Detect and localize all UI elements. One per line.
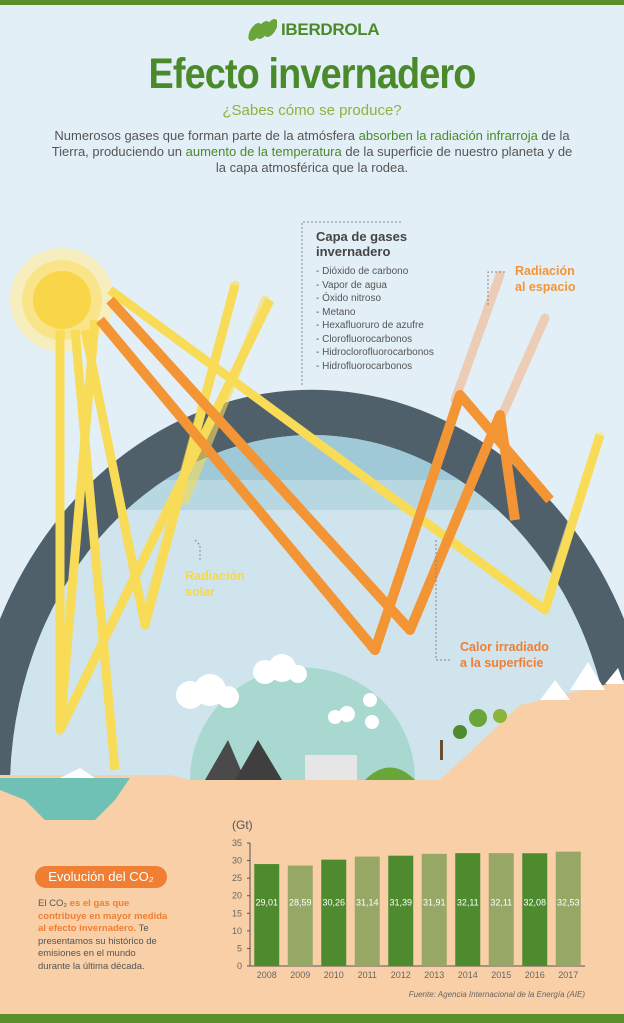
- intro-part: de la Tierra, produciendo un: [51, 128, 570, 159]
- bar: [455, 853, 481, 966]
- bar: [287, 865, 313, 966]
- brand-name: IBERDROLA: [281, 20, 380, 39]
- x-tick-label: 2010: [324, 970, 344, 980]
- label-line: a la superficie: [460, 656, 544, 670]
- iberdrola-logo: IBERDROLA: [245, 16, 380, 44]
- label-line: Radiación: [185, 569, 245, 583]
- bar-value-label: 32,53: [557, 898, 580, 908]
- x-tick-label: 2011: [358, 970, 377, 980]
- label-line: Radiación: [515, 264, 575, 278]
- co2-text-part: Te presentamos su histórico de emisiones…: [38, 923, 157, 972]
- co2-text-part: El CO₂: [38, 898, 70, 909]
- y-tick-label: 10: [232, 926, 242, 936]
- bar: [388, 855, 414, 966]
- clouds: [176, 654, 379, 729]
- y-tick-label: 0: [237, 961, 242, 971]
- intro-part: de la superficie de nuestro planeta y de…: [215, 144, 573, 175]
- intro-highlight: absorben la radiación infrarroja: [358, 128, 538, 143]
- bottom-bar: [0, 1014, 624, 1023]
- co2-description: El CO₂ es el gas que contribuye en mayor…: [38, 898, 168, 973]
- x-tick-label: 2016: [525, 970, 545, 980]
- gases-list: Capa de gases invernadero - Dióxido de c…: [316, 229, 434, 373]
- bar: [254, 864, 280, 966]
- y-tick-label: 5: [237, 943, 242, 953]
- label-line: solar: [185, 585, 215, 599]
- bar-value-label: 32,08: [523, 898, 546, 908]
- page-subtitle: ¿Sabes cómo se produce?: [222, 102, 402, 119]
- x-tick-label: 2008: [257, 970, 277, 980]
- label-surface-heat: Calor irradiado a la superficie: [460, 639, 549, 671]
- x-tick-label: 2009: [290, 970, 310, 980]
- bar-value-label: 31,39: [389, 898, 412, 908]
- leaves-icon: [248, 18, 277, 42]
- co2-bar-chart: 0 5 10 15 20 25 30 35 29,01 2008 28,59 2009 30,26 201…: [232, 838, 585, 980]
- y-tick-label: 30: [232, 856, 242, 866]
- gas-item: - Vapor de agua: [316, 279, 387, 291]
- intro-highlight: aumento de la temperatura: [185, 144, 342, 159]
- bar-value-label: 29,01: [255, 898, 278, 908]
- bar: [321, 859, 347, 966]
- x-tick-label: 2017: [558, 970, 578, 980]
- bar-value-label: 31,91: [423, 898, 446, 908]
- gas-item: - Hidroclorofluorocarbonos: [316, 347, 434, 358]
- gas-item: - Clorofluorocarbonos: [316, 333, 413, 345]
- lake: [0, 778, 130, 820]
- bar: [421, 853, 447, 966]
- chart-y-label: (Gt): [232, 818, 253, 832]
- gases-title: Capa de gases invernadero: [316, 229, 408, 259]
- co2-badge: Evolución del CO₂: [35, 866, 167, 888]
- gas-item: - Óxido nitroso: [316, 293, 382, 304]
- intro-text: Numerosos gases que forman parte de la a…: [50, 128, 574, 176]
- x-tick-label: 2014: [458, 970, 478, 980]
- volcano: [205, 740, 245, 780]
- chart-source: Fuente: Agencia Internacional de la Ener…: [408, 990, 585, 999]
- label-space-radiation: Radiación al espacio: [515, 263, 575, 295]
- bar-value-label: 32,11: [490, 898, 512, 908]
- label-line: Calor irradiado: [460, 640, 549, 654]
- bar-value-label: 28,59: [289, 898, 312, 908]
- gas-item: - Hidrofluorocarbonos: [316, 360, 413, 372]
- y-tick-label: 15: [232, 908, 242, 918]
- label-solar-radiation: Radiación solar: [185, 568, 245, 600]
- co2-highlight: es el gas que contribuye en mayor medida…: [38, 898, 168, 934]
- bar: [555, 851, 581, 966]
- x-tick-label: 2012: [391, 970, 411, 980]
- x-tick-label: 2015: [491, 970, 511, 980]
- gas-item: - Hexafluoruro de azufre: [316, 320, 424, 331]
- page-title: Efecto invernadero: [148, 50, 477, 98]
- top-bar: [0, 0, 624, 5]
- bar: [354, 856, 380, 966]
- bar-value-label: 32,11: [457, 898, 479, 908]
- y-tick-label: 35: [232, 838, 242, 848]
- gas-item: - Metano: [316, 306, 356, 318]
- label-line: al espacio: [515, 280, 576, 294]
- bar: [522, 853, 548, 966]
- bar-value-label: 30,26: [322, 898, 345, 908]
- bar-value-label: 31,14: [356, 898, 379, 908]
- x-tick-label: 2013: [424, 970, 444, 980]
- bar: [488, 853, 514, 966]
- y-tick-label: 20: [232, 891, 242, 901]
- y-tick-label: 25: [232, 873, 242, 883]
- gas-item: - Dióxido de carbono: [316, 266, 409, 277]
- intro-part: Numerosos gases que forman parte de la a…: [54, 128, 359, 143]
